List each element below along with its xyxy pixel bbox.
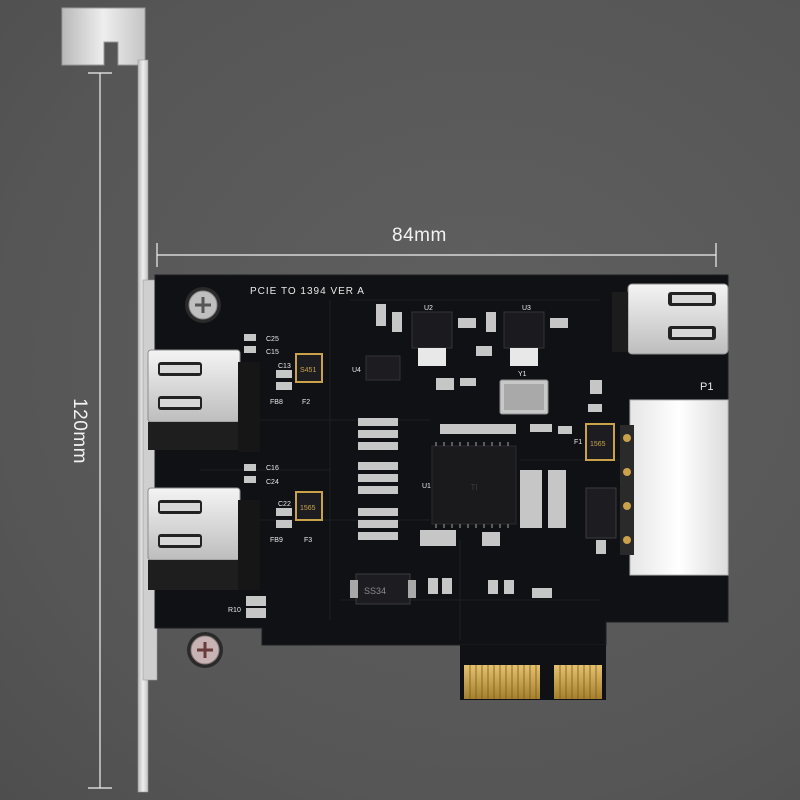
silkscreen-c13: C13 xyxy=(278,363,291,370)
silkscreen-fb8: FB8 xyxy=(270,399,283,406)
silkscreen-f2: F2 xyxy=(302,399,310,406)
internal-firewire-port xyxy=(612,283,729,355)
firewire-port-2 xyxy=(147,487,260,590)
silkscreen-u1: U1 xyxy=(422,483,431,490)
diode-ss34-vertical xyxy=(585,487,617,539)
regulator-u2 xyxy=(411,311,453,366)
screw-bottom xyxy=(187,632,223,668)
height-dimension-line xyxy=(88,72,112,789)
firewire-port-1 xyxy=(147,349,260,452)
silkscreen-u2: U2 xyxy=(424,305,433,312)
controller-chip-u1: TI xyxy=(431,442,517,528)
diode-ss34 xyxy=(350,573,416,605)
silkscreen-f3: F3 xyxy=(304,537,312,544)
silkscreen-y1: Y1 xyxy=(518,371,527,378)
svg-text:TI: TI xyxy=(470,483,477,492)
regulator-u3 xyxy=(503,311,545,366)
silkscreen-r10: R10 xyxy=(228,607,241,614)
fuse-f1 xyxy=(585,423,615,461)
eeprom-u4 xyxy=(365,355,401,381)
fuse-f3 xyxy=(295,491,323,521)
width-dimension-line xyxy=(156,243,717,267)
height-dimension-label: 120mm xyxy=(68,398,90,464)
molex-power-connector xyxy=(620,399,729,576)
screw-top xyxy=(185,287,221,323)
smd-components xyxy=(244,304,606,618)
silkscreen-c22: C22 xyxy=(278,501,291,508)
silkscreen-fb9: FB9 xyxy=(270,537,283,544)
silkscreen-fuse-f2: S451 xyxy=(300,367,316,374)
silkscreen-u3: U3 xyxy=(522,305,531,312)
silkscreen-u4: U4 xyxy=(352,367,361,374)
silkscreen-fuse-f1: 1565 xyxy=(590,441,606,448)
width-dimension-label: 84mm xyxy=(392,225,447,246)
silkscreen-f1: F1 xyxy=(574,439,582,446)
crystal-y1 xyxy=(499,379,549,415)
silkscreen-c15: C15 xyxy=(266,349,279,356)
silkscreen-c16: C16 xyxy=(266,465,279,472)
silkscreen-c24: C24 xyxy=(266,479,279,486)
silkscreen-c25: C25 xyxy=(266,336,279,343)
silkscreen-fuse-f3: 1565 xyxy=(300,505,316,512)
fuse-f2 xyxy=(295,353,323,383)
silkscreen-title: PCIE TO 1394 VER A xyxy=(250,286,365,297)
silkscreen-ss34: SS34 xyxy=(364,586,386,596)
silkscreen-p1: P1 xyxy=(700,381,713,393)
